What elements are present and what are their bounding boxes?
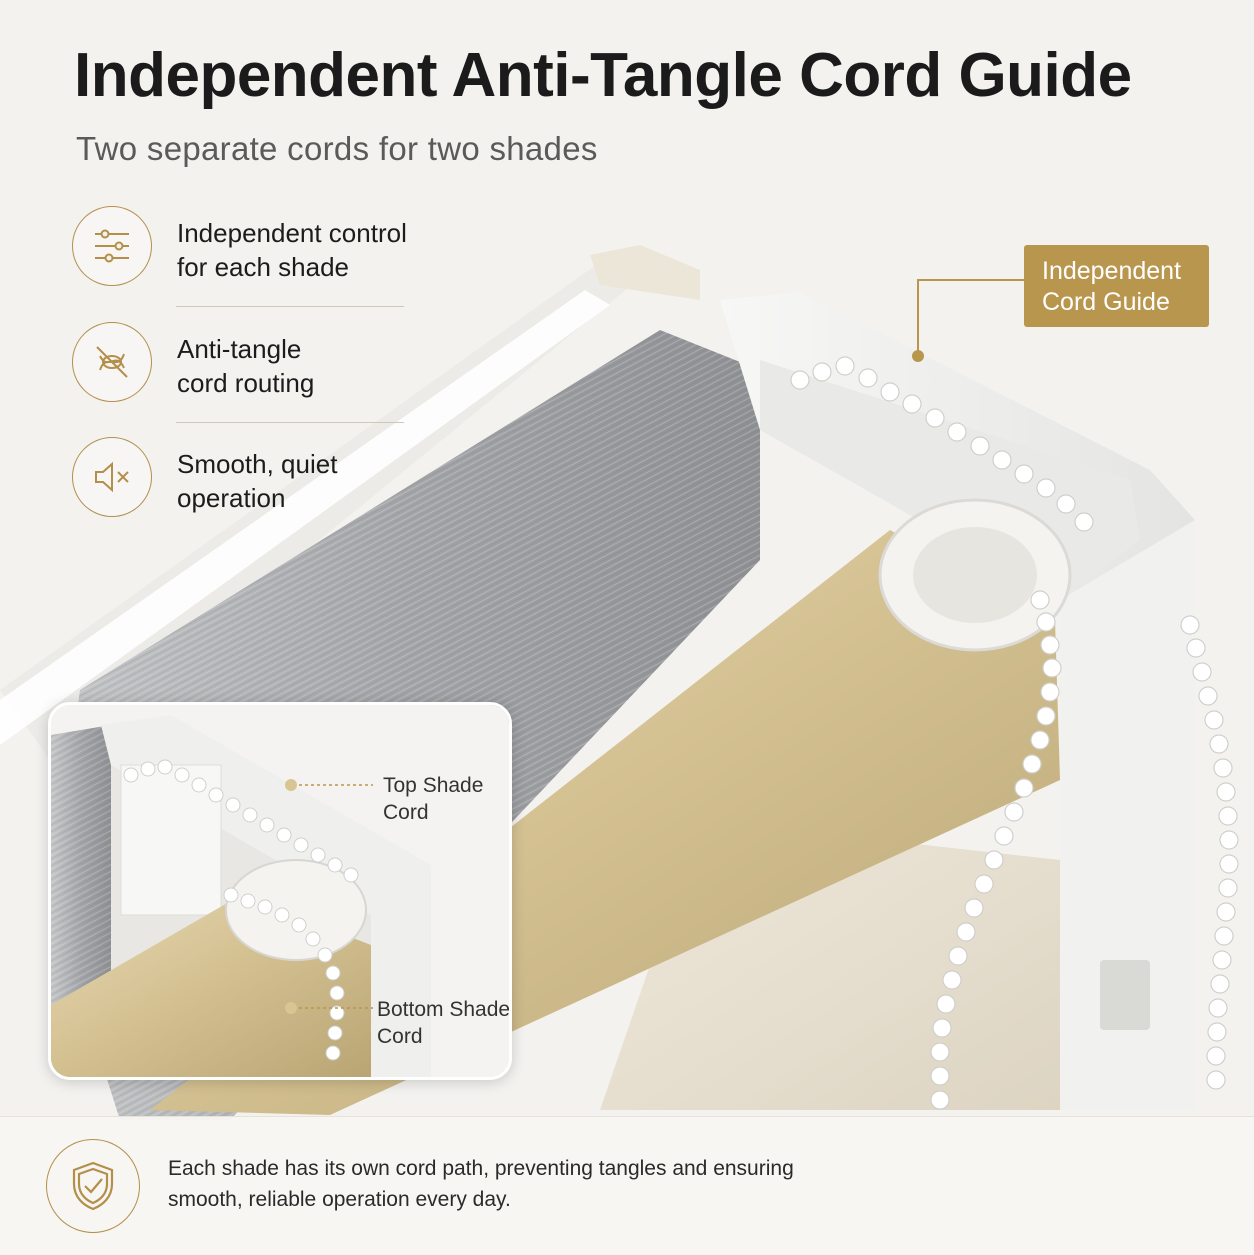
callout-line1: Independent — [1042, 257, 1182, 285]
top-shade-label-line1: Top Shade — [383, 774, 484, 797]
top-shade-cord-label: Top Shade Cord — [383, 772, 483, 826]
bottom-shade-label-line1: Bottom Shade — [377, 998, 511, 1021]
footer-note-bar: Each shade has its own cord path, preven… — [0, 1116, 1254, 1255]
page-title: Independent Anti-Tangle Cord Guide — [74, 41, 1132, 110]
feature-label-line2: cord routing — [177, 368, 315, 398]
no-tangle-icon — [72, 322, 152, 402]
sliders-icon — [72, 206, 152, 286]
top-shade-label-line2: Cord — [383, 801, 429, 824]
page-subtitle: Two separate cords for two shades — [76, 130, 598, 167]
inset-illustration — [51, 705, 509, 1077]
feature-divider — [176, 422, 404, 423]
cord-guide-callout: Independent Cord Guide — [1024, 245, 1209, 327]
feature-label-line2: for each shade — [177, 252, 350, 282]
feature-label-line1: Smooth, quiet — [177, 449, 338, 479]
footer-line1: Each shade has its own cord path, preven… — [168, 1157, 794, 1180]
shield-check-icon — [46, 1139, 140, 1233]
speaker-muted-icon — [72, 437, 152, 517]
footer-line2: smooth, reliable operation every day. — [168, 1188, 511, 1211]
callout-line2: Cord Guide — [1042, 288, 1170, 316]
feature-divider — [176, 306, 404, 307]
feature-label-line1: Independent control — [177, 218, 407, 248]
feature-item-independent-control: Independent control for each shade — [72, 206, 412, 290]
feature-item-anti-tangle: Anti-tangle cord routing — [72, 322, 412, 406]
feature-label-line2: operation — [177, 483, 286, 513]
inset-detail-view: Top Shade Cord Bottom Shade Cord — [48, 702, 512, 1080]
bottom-shade-label-line2: Cord — [377, 1025, 423, 1048]
feature-item-quiet-operation: Smooth, quiet operation — [72, 437, 412, 521]
feature-label-line1: Anti-tangle — [177, 334, 302, 364]
bottom-shade-cord-label: Bottom Shade Cord — [377, 996, 511, 1050]
